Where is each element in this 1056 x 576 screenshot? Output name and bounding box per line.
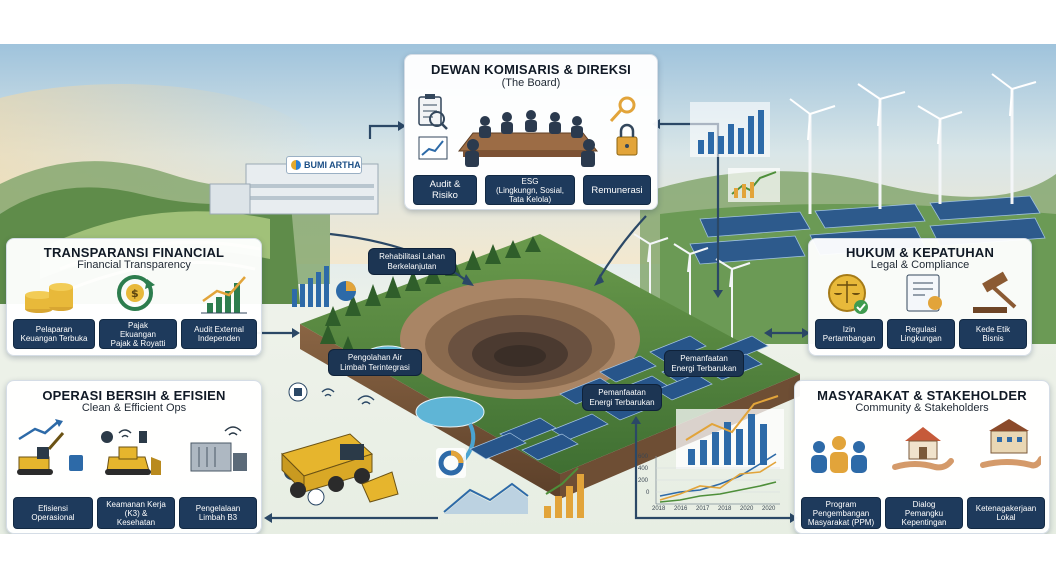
x-tick: 2020 bbox=[762, 506, 776, 512]
audit-risk-button[interactable]: Audit & Risiko bbox=[413, 175, 477, 205]
x-tick: 2018 bbox=[718, 506, 732, 512]
board-meeting-icon bbox=[418, 94, 638, 167]
bulldozer-safety-icon bbox=[101, 429, 161, 475]
local-employment-button[interactable]: Ketenagakerjaan Lokal bbox=[967, 497, 1045, 529]
x-tick: 2016 bbox=[674, 506, 688, 512]
growth-chart-icon bbox=[201, 276, 247, 314]
community-title: MASYARAKAT & STAKEHOLDER bbox=[817, 388, 1027, 403]
tax-royalty-button[interactable]: Pajak Ekuangan Pajak & Royatti bbox=[99, 319, 177, 349]
house-hand-icon bbox=[892, 427, 954, 471]
operations-icons bbox=[17, 419, 247, 475]
transparency-icons: $ bbox=[25, 275, 247, 314]
label-land-rehabilitation: Rehabilitasi Lahan Berkelanjutan bbox=[368, 248, 456, 275]
scales-medal-icon bbox=[828, 274, 868, 314]
label-wastewater-treatment: Pengolahan Air Limbah Terintegrasi bbox=[328, 349, 422, 376]
clean-ops-title: OPERASI BERSIH & EFISIEN bbox=[42, 388, 226, 403]
tax-cycle-icon: $ bbox=[117, 275, 155, 311]
work-safety-button[interactable]: Keamanan Kerja (K3) & Kesehatan bbox=[97, 497, 175, 529]
coins-icon bbox=[25, 283, 73, 313]
clean-ops-panel: OPERASI BERSIH & EFISIEN Clean & Efficie… bbox=[6, 380, 262, 534]
company-logo-sign: BUMI ARTHA bbox=[286, 156, 362, 174]
village-hand-icon bbox=[980, 419, 1041, 469]
label-renewable-energy-2: Pemanfaatan Energi Terbarukan bbox=[582, 384, 662, 411]
financial-transparency-title: TRANSPARANSI FINANCIAL bbox=[43, 245, 225, 260]
y-tick: 400 bbox=[638, 466, 649, 472]
certificate-icon bbox=[906, 274, 942, 312]
label-renewable-energy-1: Pemanfaatan Energi Terbarukan bbox=[664, 350, 744, 377]
x-tick: 2018 bbox=[652, 506, 666, 512]
board-panel: DEWAN KOMISARIS & DIREKSI (The Board) bbox=[404, 54, 658, 210]
independent-audit-button[interactable]: Audit External Independen bbox=[181, 319, 257, 349]
legal-icons bbox=[828, 271, 1017, 314]
svg-text:$: $ bbox=[131, 287, 139, 300]
operational-efficiency-button[interactable]: Efisiensi Operasional bbox=[13, 497, 93, 529]
b3-waste-management-button[interactable]: Pengelalaan Limbah B3 bbox=[179, 497, 257, 529]
gavel-icon bbox=[973, 271, 1017, 313]
remuneration-button[interactable]: Remunerasi bbox=[583, 175, 651, 205]
trend-chart-ticks: 600 400 200 0 2018 2016 2017 2018 2020 2… bbox=[638, 454, 788, 514]
waste-container-icon bbox=[190, 426, 247, 472]
x-tick: 2020 bbox=[740, 506, 754, 512]
legal-compliance-panel: HUKUM & KEPATUHAN Legal & Compliance bbox=[808, 238, 1032, 356]
code-of-ethics-button[interactable]: Kede Etik Bisnis bbox=[959, 319, 1027, 349]
legal-compliance-subtitle: Legal & Compliance bbox=[870, 259, 970, 271]
open-financial-reporting-button[interactable]: Pelaparan Keuangan Terbuka bbox=[13, 319, 95, 349]
community-icons bbox=[811, 419, 1041, 473]
legal-compliance-title: HUKUM & KEPATUHAN bbox=[845, 245, 995, 260]
stakeholder-dialogue-button[interactable]: Dialog Pemangku Kepentingan bbox=[885, 497, 963, 529]
community-subtitle: Community & Stakeholders bbox=[855, 402, 989, 414]
y-tick: 0 bbox=[646, 490, 650, 496]
financial-transparency-panel: TRANSPARANSI FINANCIAL Financial Transpa… bbox=[6, 238, 262, 356]
company-name: BUMI ARTHA bbox=[304, 160, 361, 170]
clean-ops-subtitle: Clean & Efficient Ops bbox=[81, 402, 187, 414]
board-subtitle: (The Board) bbox=[501, 77, 561, 89]
community-panel: MASYARAKAT & STAKEHOLDER Community & Sta… bbox=[794, 380, 1050, 534]
mining-permit-button[interactable]: Izin Pertambangan bbox=[815, 319, 883, 349]
trend-chart bbox=[655, 453, 780, 505]
financial-transparency-subtitle: Financial Transparency bbox=[77, 259, 191, 271]
y-tick: 200 bbox=[638, 478, 649, 484]
environmental-regulation-button[interactable]: Regulasi Lingkungan bbox=[887, 319, 955, 349]
excavator-efficiency-icon bbox=[17, 419, 83, 475]
people-group-icon bbox=[811, 436, 867, 473]
board-title: DEWAN KOMISARIS & DIREKSI bbox=[430, 62, 631, 77]
y-tick: 600 bbox=[638, 454, 649, 460]
x-tick: 2017 bbox=[696, 506, 710, 512]
esg-button[interactable]: ESG (Lingkungn, Sosial, Tata Kelola) bbox=[485, 175, 575, 205]
infographic-stage: BUMI ARTHA Rehabilitasi Lahan Berkelanju… bbox=[0, 44, 1056, 534]
community-development-button[interactable]: Program Pengembangan Masyarakat (PPM) bbox=[801, 497, 881, 529]
company-logo-icon bbox=[291, 160, 301, 170]
